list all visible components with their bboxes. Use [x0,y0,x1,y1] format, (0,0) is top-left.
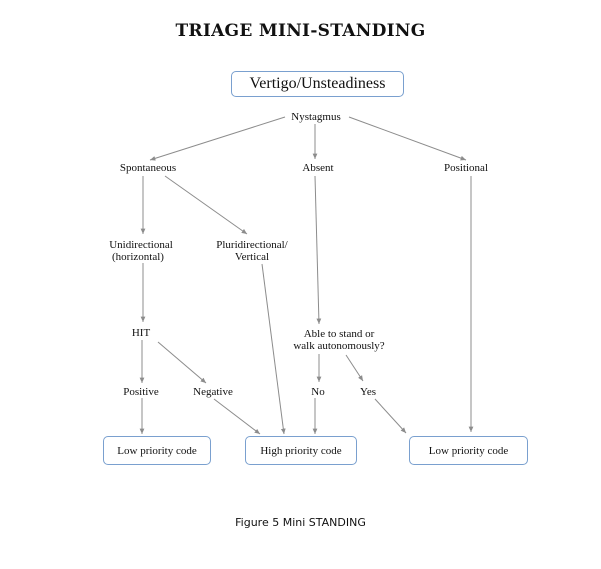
edge-pluridirectional-highpriority [261,263,286,435]
node-no: No [311,386,325,398]
outcome-low-priority-left: Low priority code [103,436,211,465]
edge-nystagmus-positional [348,116,467,161]
node-negative: Negative [193,386,233,398]
edge-nystagmus-spontaneous [149,116,286,161]
node-hit: HIT [131,327,151,339]
figure-caption: Figure 5 Mini STANDING [235,516,366,529]
node-able-to-stand: Able to stand or walk autonomously? [293,328,384,352]
outcome-high-priority: High priority code [245,436,357,465]
edge-negative-highpriority [213,398,261,435]
edge-able-yes [345,354,364,382]
node-absent: Absent [302,162,334,174]
node-unidirectional: Unidirectional (horizontal) [109,239,173,263]
node-spontaneous: Spontaneous [119,162,177,174]
edge-absent-able [314,175,322,325]
node-positive: Positive [123,386,159,398]
node-pluridirectional-line2: Vertical [234,251,270,263]
root-node-vertigo: Vertigo/Unsteadiness [231,71,404,97]
edge-hit-negative [157,341,207,384]
node-unidirectional-line1: Unidirectional [109,239,173,251]
node-pluridirectional: Pluridirectional/ Vertical [216,239,287,263]
page-title: TRIAGE MINI-STANDING [175,21,426,41]
edge-spontaneous-pluridirectional [164,175,248,235]
node-yes: Yes [359,386,377,398]
node-pluridirectional-line1: Pluridirectional/ [216,239,288,251]
node-nystagmus: Nystagmus [291,111,341,123]
node-able-line1: Able to stand or [303,328,375,340]
node-unidirectional-line2: (horizontal) [112,251,164,263]
node-positional: Positional [443,162,489,174]
outcome-low-priority-right: Low priority code [409,436,528,465]
edge-yes-lowpriority [374,398,407,434]
node-able-line2: walk autonomously? [293,340,385,352]
